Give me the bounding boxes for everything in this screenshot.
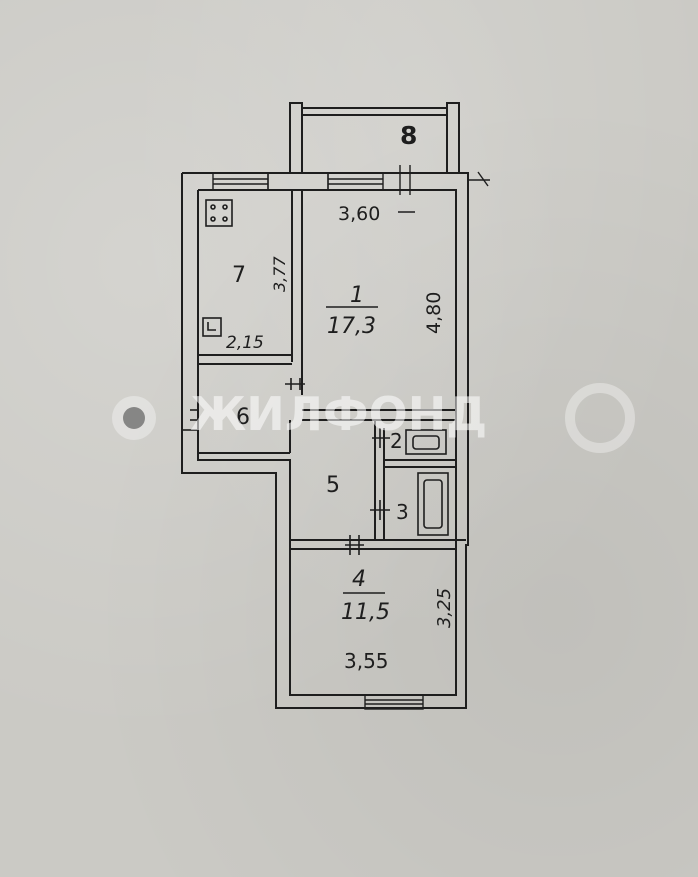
room-1-area: 17,3 <box>327 314 376 339</box>
balcony-number: 8 <box>400 121 417 150</box>
room-3-number: 3 <box>396 500 409 524</box>
kitchen-sink-icon <box>202 317 222 337</box>
dim-room4-length: 3,25 <box>434 588 455 628</box>
dim-room1-width: 3,60 <box>338 203 380 225</box>
windows <box>212 165 490 710</box>
watermark-ring-icon <box>565 383 635 453</box>
room-7-number: 7 <box>232 263 246 288</box>
outer-wall <box>181 172 469 709</box>
dim-room7-width: 2,15 <box>226 333 264 353</box>
room-4-number: 4 <box>352 567 366 592</box>
balcony-left-post <box>289 102 303 174</box>
corner-mark-b <box>477 171 489 187</box>
watermark-text: ЖИЛФОНД <box>190 387 487 441</box>
dim-room4-width: 3,55 <box>344 649 389 673</box>
window-room1 <box>327 165 411 195</box>
walls <box>181 102 469 709</box>
balcony-right-post <box>446 102 460 174</box>
window-room4 <box>364 694 424 710</box>
dim-room1-length: 4,80 <box>423 292 445 334</box>
room-6-number: 6 <box>236 405 250 430</box>
washbasin-icon <box>405 429 447 455</box>
watermark: ЖИЛФОНД <box>112 383 635 453</box>
door-marks <box>182 378 390 555</box>
window-room7 <box>212 172 269 191</box>
room-1-number: 1 <box>350 283 364 308</box>
bathtub-icon <box>417 472 449 536</box>
stove-icon <box>205 199 233 227</box>
room-5-number: 5 <box>326 473 340 498</box>
fixtures <box>202 199 449 536</box>
watermark-logo-core <box>123 407 145 429</box>
balcony-door <box>267 172 329 191</box>
room-2-number: 2 <box>390 429 403 453</box>
dim-room7-length: 3,77 <box>270 256 289 292</box>
room-4-area: 11,5 <box>341 600 390 625</box>
